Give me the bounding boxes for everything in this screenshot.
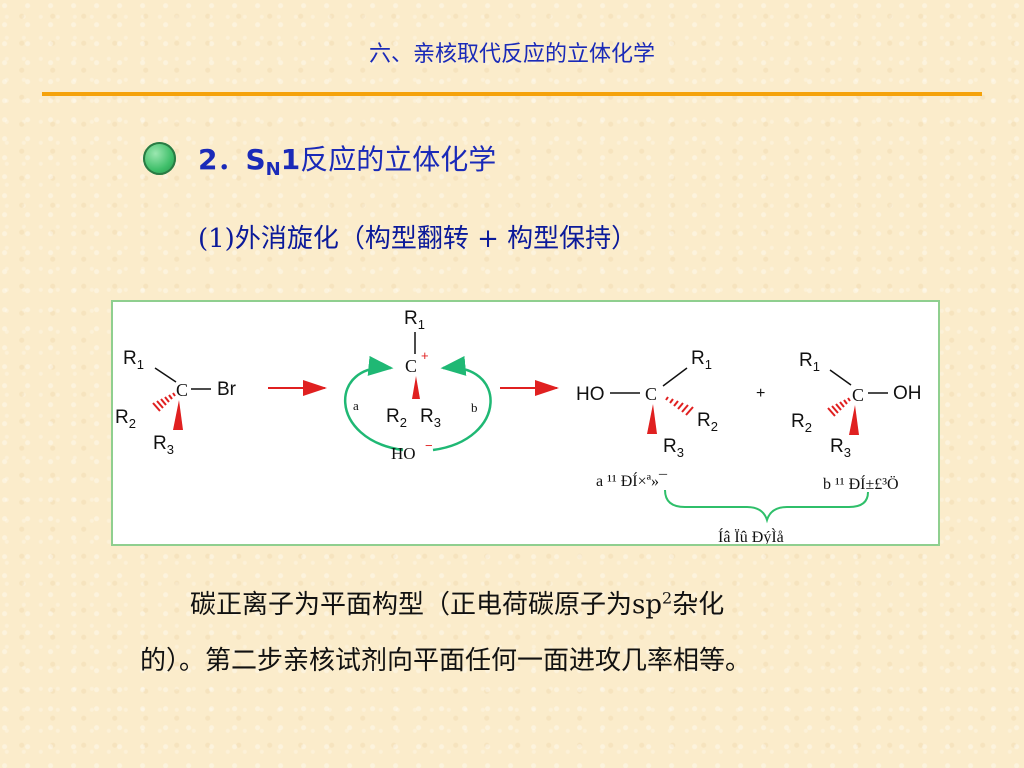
reaction-svg: R1 C Br R2 R3 R1 C + R2 R3 a	[115, 308, 922, 544]
section-label: 反应的立体化学	[300, 143, 497, 176]
bond-line	[662, 367, 688, 387]
attack-arc-b	[432, 355, 492, 452]
bond-line	[154, 367, 177, 383]
product2-r2: R2	[791, 411, 812, 435]
paragraph-text-a: 碳正离子为平面构型（正电荷碳原子为sp	[190, 590, 662, 620]
cation-r1: R1	[404, 308, 425, 332]
reactant-molecule: R1 C Br R2 R3	[115, 348, 237, 457]
hydroxide-charge: −	[425, 438, 433, 453]
section-heading: 2．SN1反应的立体化学	[198, 138, 496, 180]
reactant-r3: R3	[153, 433, 174, 457]
product-retention: R1 C OH R2 R3	[791, 350, 922, 460]
arc-label-a: a	[353, 398, 359, 413]
product-inversion: HO C R1 R2 R3	[576, 348, 718, 460]
section-one: 1	[280, 143, 301, 176]
product1-r1: R1	[691, 348, 712, 372]
cation-charge: +	[421, 348, 429, 363]
product1-carbon: C	[645, 384, 657, 404]
reactant-br: Br	[217, 379, 237, 400]
hashed-wedge	[152, 392, 176, 412]
hashed-wedge	[827, 397, 851, 417]
cation-r2: R2	[386, 406, 407, 430]
section-number: 2．	[198, 143, 246, 176]
page-title: 六、亲核取代反应的立体化学	[368, 42, 655, 67]
hashed-wedge	[665, 396, 694, 416]
solid-wedge	[173, 400, 183, 430]
paragraph-line-1: 碳正离子为平面构型（正电荷碳原子为sp2杂化	[190, 584, 724, 621]
reaction-diagram: R1 C Br R2 R3 R1 C + R2 R3 a	[111, 300, 940, 546]
retention-label: b ¹¹ ĐÍ±£³Ö	[823, 474, 899, 493]
section-s: S	[245, 143, 266, 176]
solid-wedge	[647, 404, 657, 434]
green-bullet-icon	[143, 142, 176, 175]
product1-r2: R2	[697, 410, 718, 434]
cation-carbon: C	[405, 356, 417, 376]
paragraph-line-2: 的）。第二步亲核试剂向平面任何一面进攻几率相等。	[140, 646, 752, 676]
title-divider	[42, 92, 982, 96]
product2-carbon: C	[852, 385, 864, 405]
product1-r3: R3	[663, 436, 684, 460]
carbocation-intermediate: R1 C + R2 R3 a b HO −	[343, 308, 492, 463]
racemate-brace	[664, 489, 869, 524]
reactant-carbon: C	[176, 380, 188, 400]
attack-arc-a	[343, 355, 404, 452]
reactant-r2: R2	[115, 407, 136, 431]
solid-wedge	[412, 376, 420, 399]
product2-r1: R1	[799, 350, 820, 374]
arc-label-b: b	[471, 400, 478, 415]
paragraph-text-b: 杂化	[672, 590, 725, 620]
racemate-label: Íâ Ïû ĐýÌå	[718, 527, 784, 544]
hydroxide-nucleophile: HO	[391, 444, 416, 463]
product2-r3: R3	[830, 436, 851, 460]
cation-r3: R3	[420, 406, 441, 430]
reactant-r1: R1	[123, 348, 144, 372]
product1-ho: HO	[576, 384, 605, 405]
plus-sign: +	[756, 385, 765, 402]
bond-line	[829, 369, 852, 386]
inversion-label: a ¹¹ ĐÍ×ª»¯	[596, 471, 668, 490]
solid-wedge	[849, 405, 859, 435]
section-n-subscript: N	[265, 159, 281, 180]
sp2-superscript: 2	[662, 588, 673, 608]
product2-oh: OH	[893, 383, 922, 404]
subheading: (1)外消旋化（构型翻转 + 构型保持）	[198, 224, 638, 254]
